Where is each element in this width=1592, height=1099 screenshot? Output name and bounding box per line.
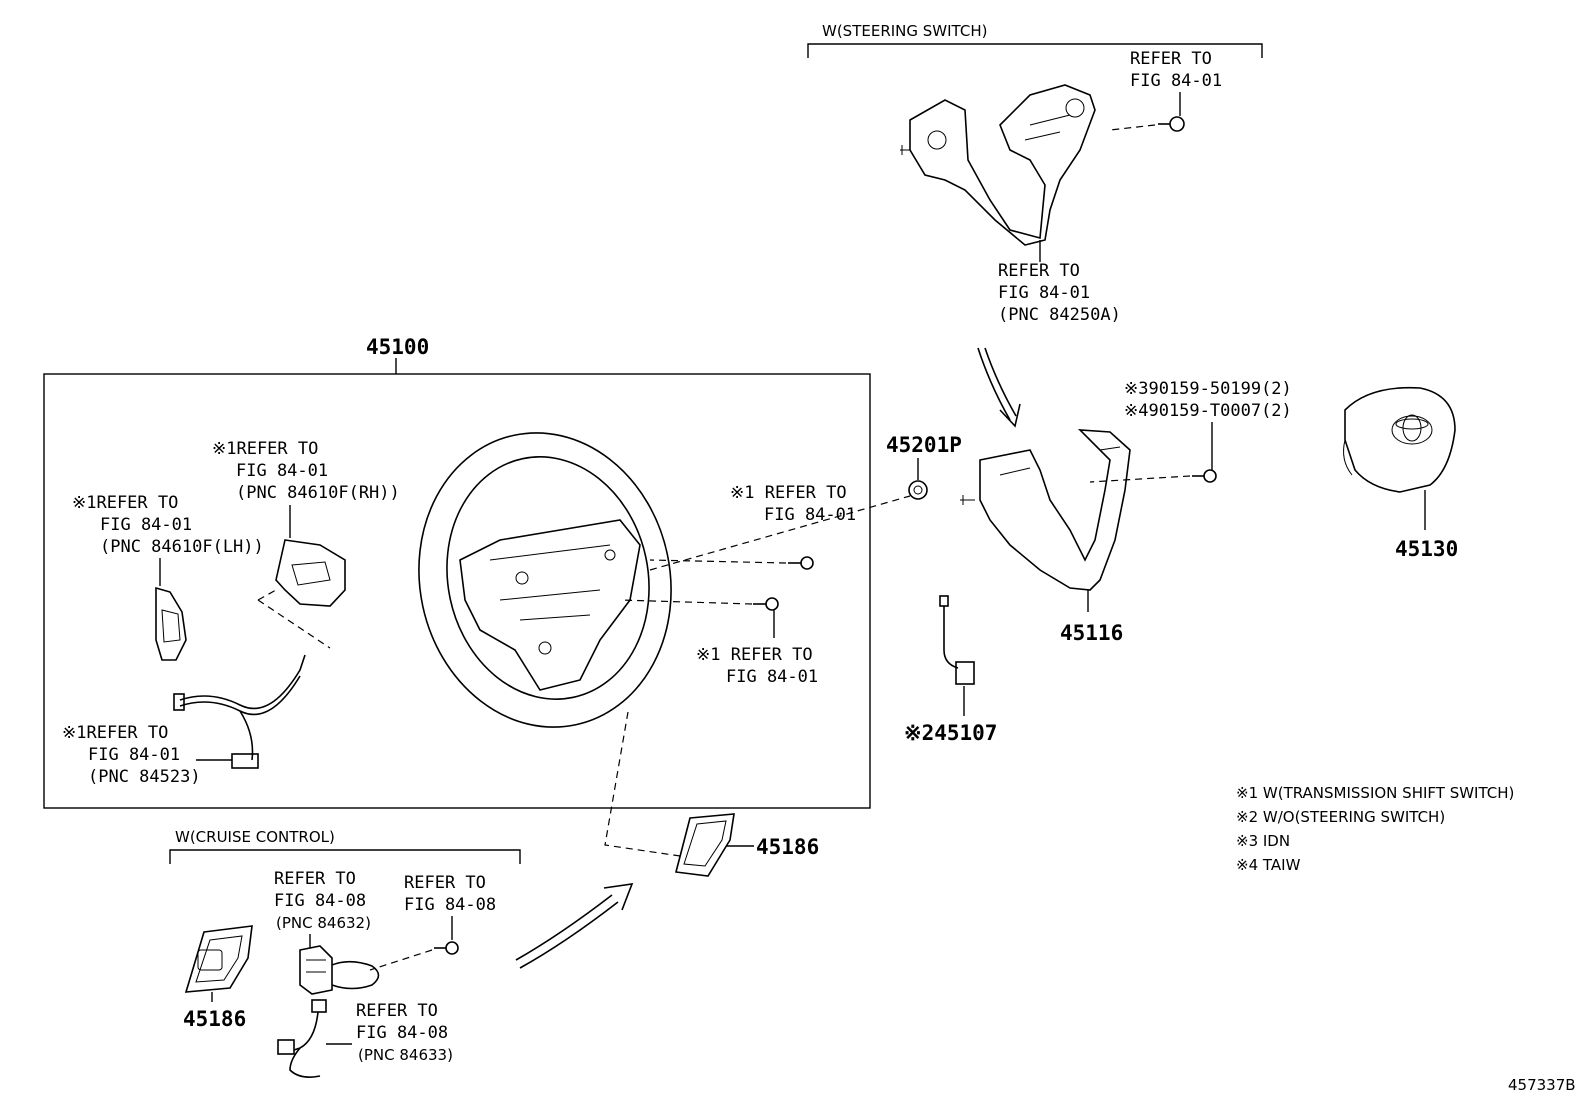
part-45107: ※245107	[904, 595, 997, 745]
wire-harness-icon	[173, 654, 306, 769]
cruise-control-switch-icon	[299, 945, 380, 995]
ref-harness-line3: (PNC 84523)	[88, 767, 201, 787]
ref-top-bottom-line2: FIG 84-01	[998, 283, 1090, 303]
part-number-45107: ※245107	[904, 721, 997, 745]
paddle-switch-rh-icon	[275, 539, 346, 607]
ref-cruise-conn-line2: FIG 84-08	[356, 1023, 448, 1043]
ref-top-bottom-line1: REFER TO	[998, 261, 1080, 281]
screw-lower-icon	[753, 597, 779, 611]
ornament-cover-lower-icon	[184, 925, 253, 993]
ref-lh-line3: (PNC 84610F(LH))	[100, 537, 264, 557]
steering-wheel-icon	[418, 432, 672, 728]
ref-lh-line1: ※1REFER TO	[72, 493, 178, 513]
ref-cruise-sw-line1: REFER TO	[274, 869, 356, 889]
ref-screw-upper-line2: FIG 84-01	[764, 505, 856, 525]
ref-cruise-conn-line1: REFER TO	[356, 1001, 438, 1021]
ref-rh-line3: (PNC 84610F(RH))	[236, 483, 400, 503]
cruise-control-group-title: W(CRUISE CONTROL)	[175, 828, 335, 846]
ornament-cover-icon	[674, 813, 735, 877]
screw-upper-icon	[788, 556, 814, 570]
ref-screw-lower-line2: FIG 84-01	[726, 667, 818, 687]
legend-item-4: ※4 TAIW	[1236, 856, 1301, 874]
steering-switch-group: W(STEERING SWITCH) REFER TO FIG 84-01 RE…	[807, 22, 1263, 325]
curved-arrow-icon	[515, 883, 634, 969]
part-45116: 45116 ※390159-50199(2) ※490159-T0007(2)	[960, 379, 1292, 645]
wire-connector-icon	[939, 595, 975, 685]
part-45186-middle: 45186	[674, 813, 819, 877]
screw-note-b: ※490159-T0007(2)	[1124, 401, 1292, 421]
clip-icon	[908, 480, 928, 500]
ref-screw-lower-line1: ※1 REFER TO	[696, 645, 813, 665]
part-45201p: 45201P	[886, 433, 962, 500]
part-number-45130: 45130	[1395, 537, 1458, 561]
ref-cruise-screw-line1: REFER TO	[404, 873, 486, 893]
ref-cruise-sw-line2: FIG 84-08	[274, 891, 366, 911]
part-number-45201p: 45201P	[886, 433, 962, 457]
steering-switch-group-title: W(STEERING SWITCH)	[822, 22, 987, 40]
paddle-switch-lh-icon	[155, 586, 187, 661]
steering-switch-assembly-icon	[900, 84, 1096, 246]
cruise-connector-icon	[277, 999, 327, 1078]
ref-harness-line2: FIG 84-01	[88, 745, 180, 765]
part-number-45186-lower: 45186	[183, 1007, 246, 1031]
part-number-45186-middle: 45186	[756, 835, 819, 859]
ref-rh-line2: FIG 84-01	[236, 461, 328, 481]
ref-cruise-sw-line3: (PNC 84632)	[276, 914, 371, 932]
part-number-45100: 45100	[366, 335, 429, 359]
screw-cruise-icon	[434, 941, 459, 955]
screw-top-icon	[1158, 116, 1185, 132]
airbag-horn-pad-icon	[1343, 386, 1456, 493]
cruise-control-group: W(CRUISE CONTROL) REFER TO FIG 84-08 (PN…	[169, 828, 521, 1078]
part-number-45116: 45116	[1060, 621, 1123, 645]
part-45130: 45130	[1343, 386, 1458, 561]
screw-note-a: ※390159-50199(2)	[1124, 379, 1292, 399]
legend-item-1: ※1 W(TRANSMISSION SHIFT SWITCH)	[1236, 784, 1514, 802]
ref-top-bottom-line3: (PNC 84250A)	[998, 305, 1121, 325]
screw-45116-icon	[1192, 469, 1217, 483]
arrow-down-icon	[977, 347, 1021, 428]
ref-cruise-screw-line2: FIG 84-08	[404, 895, 496, 915]
ref-top-right-line2: FIG 84-01	[1130, 71, 1222, 91]
lower-cover-icon	[960, 429, 1131, 591]
legend: ※1 W(TRANSMISSION SHIFT SWITCH) ※2 W/O(S…	[1236, 784, 1514, 874]
ref-harness-line1: ※1REFER TO	[62, 723, 168, 743]
legend-item-2: ※2 W/O(STEERING SWITCH)	[1236, 808, 1445, 826]
ref-screw-upper-line1: ※1 REFER TO	[730, 483, 847, 503]
ref-cruise-conn-line3: (PNC 84633)	[358, 1046, 453, 1064]
illustration-id: 457337B	[1508, 1076, 1576, 1094]
ref-top-right-line1: REFER TO	[1130, 49, 1212, 69]
ref-lh-line2: FIG 84-01	[100, 515, 192, 535]
ref-rh-line1: ※1REFER TO	[212, 439, 318, 459]
steering-wheel-box: 45100 ※1REFER TO FIG 84-01 (PNC 84610F(R…	[43, 335, 871, 809]
legend-item-3: ※3 IDN	[1236, 832, 1290, 850]
